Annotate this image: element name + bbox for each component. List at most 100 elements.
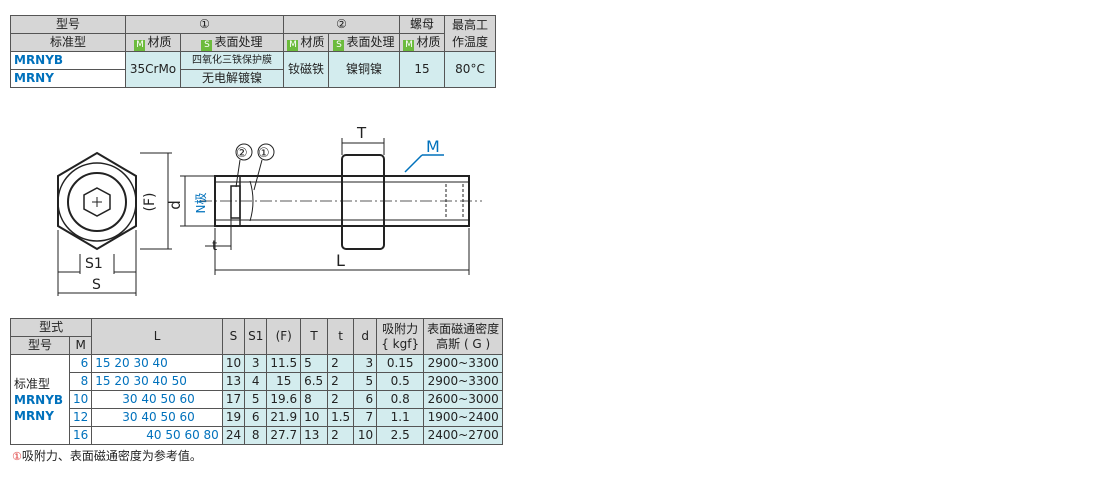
dim-model-cell: 标准型 MRNYB MRNY: [10, 354, 70, 445]
dim-h-T: T: [300, 318, 329, 355]
dim-L: 15 20 30 40: [91, 354, 223, 373]
dim-h-force-unit: { kgf}: [381, 336, 420, 351]
dimension-table: 型式 L S S1 (F) T t d 吸附力{ kgf} 表面磁通密度高斯 (…: [9, 318, 504, 445]
dim-M: 6: [68, 354, 93, 373]
dim-M: 16: [68, 426, 93, 445]
dim-M: 8: [68, 372, 93, 391]
label-S1: S1: [85, 256, 103, 272]
dim-S1: 4: [244, 372, 268, 391]
dim-T: 13: [300, 426, 329, 445]
dim-T: 8: [300, 390, 329, 409]
dim-gauss: 2900~3300: [423, 372, 504, 391]
footnote: ①吸附力、表面磁通密度为参考值。: [12, 447, 202, 464]
dim-gauss: 1900~2400: [423, 408, 504, 427]
dim-h-F: (F): [266, 318, 302, 355]
dim-force: 0.8: [376, 390, 425, 409]
label-T: T: [356, 124, 367, 142]
hex-face-circle: [57, 162, 137, 242]
m-tag-icon: M: [134, 40, 146, 51]
label-S: S: [92, 277, 101, 293]
dim-h-d: d: [353, 318, 378, 355]
label-F: (F): [142, 193, 158, 212]
label-N: N极: [194, 193, 208, 214]
dim-h-force: 吸附力{ kgf}: [376, 318, 425, 355]
technical-drawing: T M ② ① (F) d N极 t L S1 S: [57, 124, 482, 296]
dim-M: 12: [68, 408, 93, 427]
spec-nut: 15: [399, 51, 445, 88]
table-row: 8 15 20 30 40 50 13 4 15 6.5 2 5 0.5 290…: [11, 372, 504, 391]
dim-L: 30 40 50 60: [91, 408, 223, 427]
dim-S1: 8: [244, 426, 268, 445]
note-text: 吸附力、表面磁通密度为参考值。: [21, 449, 202, 463]
dim-S: 17: [221, 390, 246, 409]
dim-S: 10: [221, 354, 246, 373]
dim-h-model: 型号: [10, 336, 70, 355]
spec-temp: 80°C: [444, 51, 496, 88]
dim-t: 2: [327, 426, 355, 445]
dim-S: 19: [221, 408, 246, 427]
dim-S: 24: [221, 426, 246, 445]
spec-h-surface1-label: 表面处理: [214, 35, 263, 49]
spec-h-model: 型号: [10, 15, 126, 34]
magnet-insert: [230, 185, 241, 219]
dim-model-1: MRNYB: [14, 392, 64, 407]
spec-h-one: ①: [125, 15, 284, 34]
spec-surface1b: 无电解镀镍: [180, 69, 284, 88]
dim-t: 2: [327, 390, 355, 409]
dim-F: 15: [266, 372, 302, 391]
table-row: 10 30 40 50 60 17 5 19.6 8 2 6 0.8 2600~…: [11, 390, 504, 409]
spec-material1: 35CrMo: [125, 51, 181, 88]
dim-t: 2: [327, 372, 355, 391]
dim-gauss: 2600~3000: [423, 390, 504, 409]
dim-h-S1: S1: [244, 318, 268, 355]
dim-S1: 6: [244, 408, 268, 427]
spec-surface2: 镍铜镍: [328, 51, 400, 88]
spec-row1-model: MRNYB: [10, 51, 126, 70]
spec-h-material2-label: 材质: [300, 35, 325, 49]
dim-F: 27.7: [266, 426, 302, 445]
dim-d: 7: [353, 408, 378, 427]
table-row: 16 40 50 60 80 24 8 27.7 13 2 10 2.5 240…: [11, 426, 504, 445]
dim-force: 1.1: [376, 408, 425, 427]
note-mark: ①: [12, 450, 22, 463]
spec-h-maxtemp: 最高工作温度: [444, 15, 496, 52]
dim-model-2: MRNY: [14, 408, 54, 423]
dim-gauss: 2400~2700: [423, 426, 504, 445]
spec-material2: 钕磁铁: [283, 51, 329, 88]
spec-row2-model: MRNY: [10, 69, 126, 88]
m-tag-icon: M: [287, 40, 299, 51]
label-circ2: ②: [236, 146, 248, 161]
s-tag-icon: S: [201, 40, 213, 51]
spec-h-standard: 标准型: [10, 33, 126, 52]
dim-L: 40 50 60 80: [91, 426, 223, 445]
label-L: L: [336, 251, 345, 270]
nut-body: [341, 154, 385, 250]
spec-h-surface2-label: 表面处理: [346, 35, 395, 49]
dim-T: 10: [300, 408, 329, 427]
dim-d: 5: [353, 372, 378, 391]
s-tag-icon: S: [333, 40, 345, 51]
dim-d: 6: [353, 390, 378, 409]
dim-L: 30 40 50 60: [91, 390, 223, 409]
dim-S: 13: [221, 372, 246, 391]
dim-h-surface-label: 表面磁通密度: [427, 321, 500, 336]
dim-T: 5: [300, 354, 329, 373]
dim-F: 21.9: [266, 408, 302, 427]
dim-L: 15 20 30 40 50: [91, 372, 223, 391]
hex-outline: [57, 151, 137, 251]
dim-t: 2: [327, 354, 355, 373]
dim-h-force-label: 吸附力: [382, 321, 419, 336]
table-row: 12 30 40 50 60 19 6 21.9 10 1.5 7 1.1 19…: [11, 408, 504, 427]
table-row: 标准型 MRNYB MRNY 6 15 20 30 40 10 3 11.5 5…: [10, 354, 504, 445]
dim-gauss: 2900~3300: [423, 354, 504, 373]
dim-S1: 3: [244, 354, 268, 373]
dim-M: 10: [68, 390, 93, 409]
dim-h-t: t: [327, 318, 355, 355]
dim-model-standard: 标准型: [14, 376, 51, 391]
dim-F: 11.5: [266, 354, 302, 373]
dim-h-S: S: [221, 318, 246, 355]
label-circ1: ①: [258, 146, 270, 161]
dim-h-surface-unit: 高斯 ( G ): [436, 336, 491, 351]
spec-h-material1-label: 材质: [147, 35, 172, 49]
